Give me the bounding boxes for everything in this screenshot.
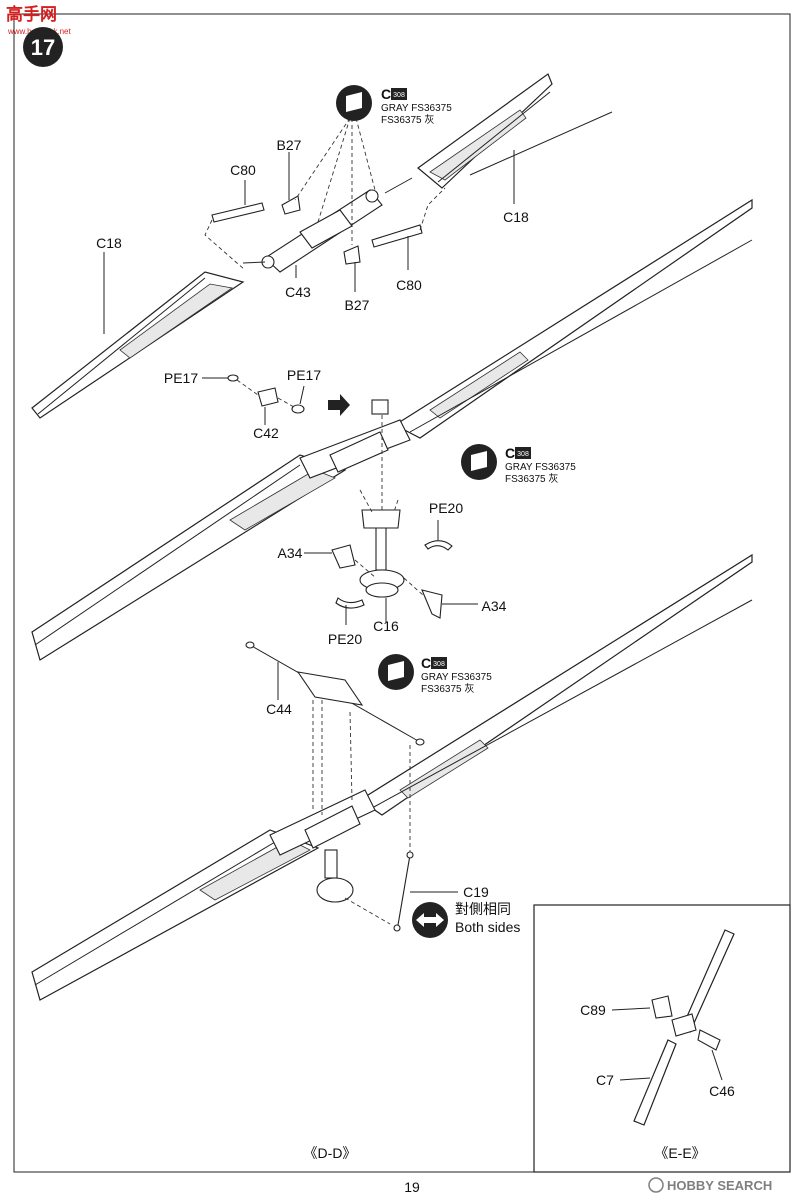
label-c44: C44 <box>266 701 292 717</box>
assembly-2-leaders <box>202 377 478 625</box>
label-b27-bottom: B27 <box>345 297 370 313</box>
svg-text:GRAY FS36375: GRAY FS36375 <box>505 462 576 473</box>
step-number: 17 <box>31 35 55 60</box>
label-pe17-right: PE17 <box>287 367 321 383</box>
both-sides-badge <box>412 902 448 938</box>
part-labels: B27 C80 C18 C18 C43 C80 B27 PE17 PE17 C4… <box>96 137 529 935</box>
paint-callout-3: C 308 GRAY FS36375 FS36375 灰 <box>378 654 492 695</box>
label-a34-left: A34 <box>278 545 303 561</box>
assembly-3-leaders <box>277 662 458 893</box>
page-frame <box>13 13 791 1173</box>
label-pe20-right: PE20 <box>429 500 463 516</box>
label-a34-right: A34 <box>482 598 507 614</box>
label-c19: C19 <box>463 884 489 900</box>
svg-text:308: 308 <box>517 451 529 458</box>
svg-text:高手网: 高手网 <box>6 4 57 25</box>
svg-text:HOBBY SEARCH: HOBBY SEARCH <box>667 1178 772 1193</box>
svg-text:FS36375 灰: FS36375 灰 <box>505 472 558 485</box>
assembly-2-blades <box>31 198 753 661</box>
svg-text:GRAY FS36375: GRAY FS36375 <box>381 103 452 114</box>
page-number: 19 <box>404 1179 420 1195</box>
label-c7: C7 <box>596 1072 614 1088</box>
label-c46: C46 <box>709 1083 735 1099</box>
paint-jar-icon <box>346 92 362 112</box>
label-c18-left: C18 <box>96 235 122 251</box>
label-c89: C89 <box>580 1002 606 1018</box>
paint-callout-1: C 308 GRAY FS36375 FS36375 灰 <box>336 85 452 126</box>
label-c42: C42 <box>253 425 279 441</box>
label-pe17-left: PE17 <box>164 370 198 386</box>
label-pe20-bottom: PE20 <box>328 631 362 647</box>
step-badge: 17 <box>23 27 63 67</box>
label-c18-right: C18 <box>503 209 529 225</box>
assembly-3-blades <box>31 553 753 1001</box>
label-b27-top: B27 <box>277 137 302 153</box>
label-c43: C43 <box>285 284 311 300</box>
paint-callout-2: C 308 GRAY FS36375 FS36375 灰 <box>461 444 576 485</box>
view-title-dd: 《D-D》 <box>304 1145 357 1161</box>
svg-text:C: C <box>421 655 431 671</box>
label-c16: C16 <box>373 618 399 634</box>
label-c80-left: C80 <box>230 162 256 178</box>
footer-watermark: HOBBY SEARCH <box>648 1177 772 1193</box>
svg-text:FS36375 灰: FS36375 灰 <box>381 113 434 126</box>
double-arrow-icon <box>416 913 444 927</box>
svg-text:C: C <box>381 86 391 102</box>
ee-inset-frame <box>533 904 791 1173</box>
assembly-1-blades <box>31 73 613 419</box>
label-both-sides-cn: 對側相同 <box>455 901 511 917</box>
svg-text:C: C <box>505 445 515 461</box>
label-c80-right: C80 <box>396 277 422 293</box>
svg-text:GRAY FS36375: GRAY FS36375 <box>421 672 492 683</box>
svg-text:308: 308 <box>393 92 405 99</box>
label-both-sides-en: Both sides <box>455 919 520 935</box>
svg-text:FS36375 灰: FS36375 灰 <box>421 682 474 695</box>
view-title-ee: 《E-E》 <box>654 1145 705 1161</box>
paint-jar-icon <box>471 451 487 471</box>
assembly-1-leaders <box>103 150 515 334</box>
svg-text:308: 308 <box>433 661 445 668</box>
ee-inset-drawing: C89 C7 C46 <box>580 929 735 1126</box>
paint-jar-icon <box>388 661 404 681</box>
